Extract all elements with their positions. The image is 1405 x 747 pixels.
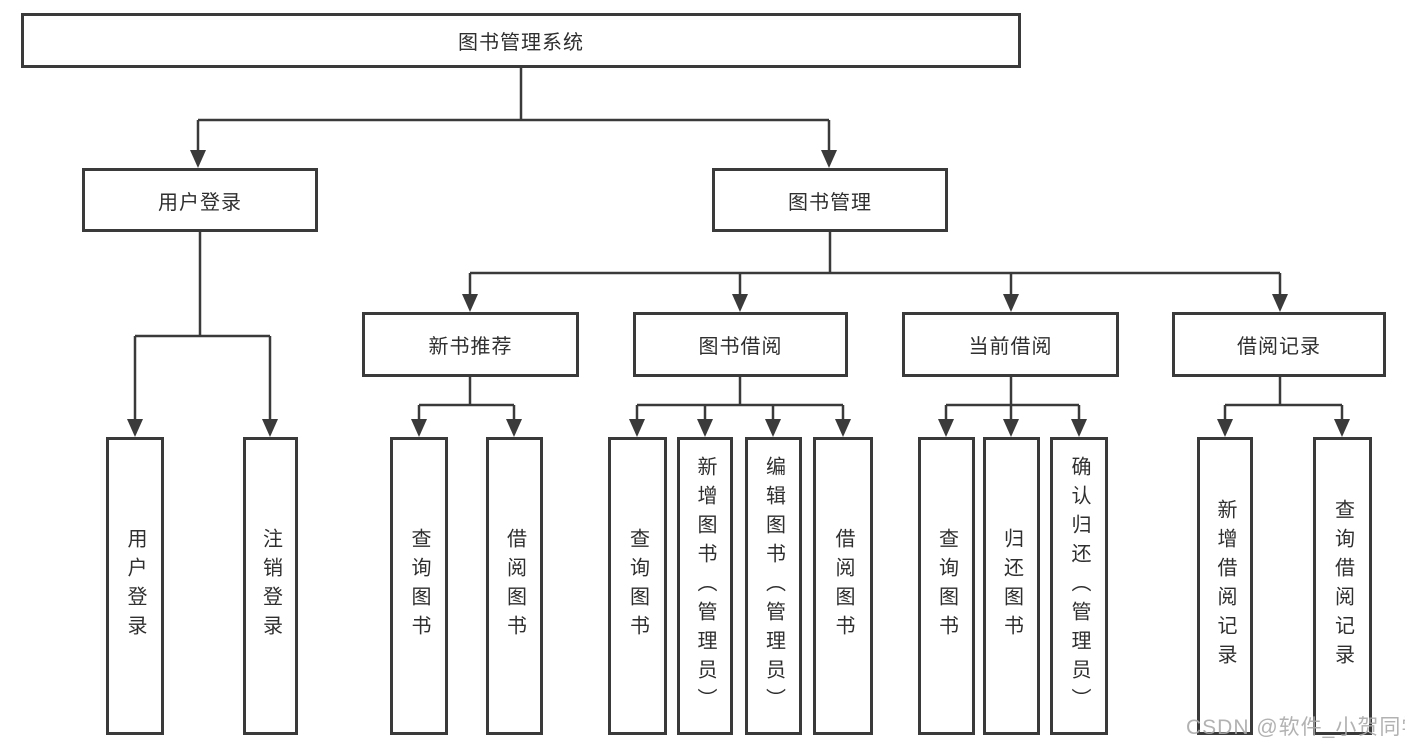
leaf-bb-query-books: 查询图书 [608,437,667,735]
leaf-logout: 注销登录 [243,437,298,735]
node-current-borrowing: 当前借阅 [902,312,1119,377]
arrowhead-book-borrow [732,294,748,312]
connector-root [196,68,831,151]
node-new-book-recommend-label: 新书推荐 [428,336,513,358]
node-user-login-label: 用户登录 [158,191,242,214]
node-new-book-recommend: 新书推荐 [362,312,579,377]
leaf-logout-label: 注销登录 [259,528,282,644]
arrowhead-bb-edit [765,419,781,437]
node-root-label: 图书管理系统 [458,32,584,54]
arrowhead-logout-leaf [262,419,278,437]
leaf-cb-query-books: 查询图书 [918,437,975,735]
node-borrow-records-label: 借阅记录 [1237,336,1321,358]
arrowhead-br-query [1334,419,1350,437]
leaf-br-add-record-label: 新增借阅记录 [1214,499,1236,673]
connector-book-borrow [635,377,845,420]
arrowhead-nb-query [411,419,427,437]
leaf-cb-confirm-return-admin-label: 确认归还（管理员） [1068,455,1090,717]
leaf-br-add-record: 新增借阅记录 [1197,437,1253,735]
arrowhead-new-books [462,294,478,312]
arrowhead-login-leaf [127,419,143,437]
leaf-nb-query-books-label: 查询图书 [408,528,430,644]
leaf-user-login: 用户登录 [106,437,164,735]
leaf-cb-query-books-label: 查询图书 [935,528,958,644]
arrowhead-user-login [190,150,206,168]
leaf-bb-add-books-admin-label: 新增图书（管理员） [694,455,716,717]
arrowhead-current-borrow [1003,294,1019,312]
csdn-watermark: CSDN @软件_小贺同学 [1186,716,1405,739]
leaf-br-query-record: 查询借阅记录 [1313,437,1372,735]
arrowhead-br-add [1217,419,1233,437]
leaf-bb-borrow-books-label: 借阅图书 [832,528,854,644]
arrowhead-cb-return [1003,419,1019,437]
connector-borrow-records [1223,377,1344,420]
leaf-cb-confirm-return-admin: 确认归还（管理员） [1050,437,1108,735]
arrowhead-cb-confirm [1071,419,1087,437]
arrowhead-bb-add [697,419,713,437]
connector-user-login [133,232,272,420]
node-current-borrowing-label: 当前借阅 [968,336,1053,358]
leaf-br-query-record-label: 查询借阅记录 [1331,499,1354,673]
node-book-borrowing: 图书借阅 [633,312,848,377]
arrowhead-book-mgmt [821,150,837,168]
arrowhead-cb-query [938,419,954,437]
node-book-management-label: 图书管理 [788,191,872,214]
arrowhead-nb-borrow [506,419,522,437]
node-book-borrowing-label: 图书借阅 [698,336,783,358]
connector-new-books [417,377,516,420]
connector-book-mgmt [468,232,1282,295]
leaf-bb-edit-books-admin: 编辑图书（管理员） [745,437,802,735]
leaf-cb-return-books-label: 归还图书 [1000,528,1023,644]
arrowhead-bb-borrow [835,419,851,437]
node-root-system: 图书管理系统 [21,13,1021,68]
leaf-nb-borrow-books-label: 借阅图书 [503,528,526,644]
arrowhead-borrow-records [1272,294,1288,312]
connector-current-borrow [944,377,1081,420]
leaf-cb-return-books: 归还图书 [983,437,1040,735]
leaf-bb-add-books-admin: 新增图书（管理员） [677,437,733,735]
leaf-nb-query-books: 查询图书 [390,437,448,735]
leaf-user-login-label: 用户登录 [124,528,146,644]
leaf-bb-query-books-label: 查询图书 [626,528,649,644]
node-borrow-records: 借阅记录 [1172,312,1386,377]
arrowhead-bb-query [629,419,645,437]
node-book-management: 图书管理 [712,168,948,232]
node-user-login: 用户登录 [82,168,318,232]
leaf-nb-borrow-books: 借阅图书 [486,437,543,735]
leaf-bb-borrow-books: 借阅图书 [813,437,873,735]
leaf-bb-edit-books-admin-label: 编辑图书（管理员） [762,455,785,717]
